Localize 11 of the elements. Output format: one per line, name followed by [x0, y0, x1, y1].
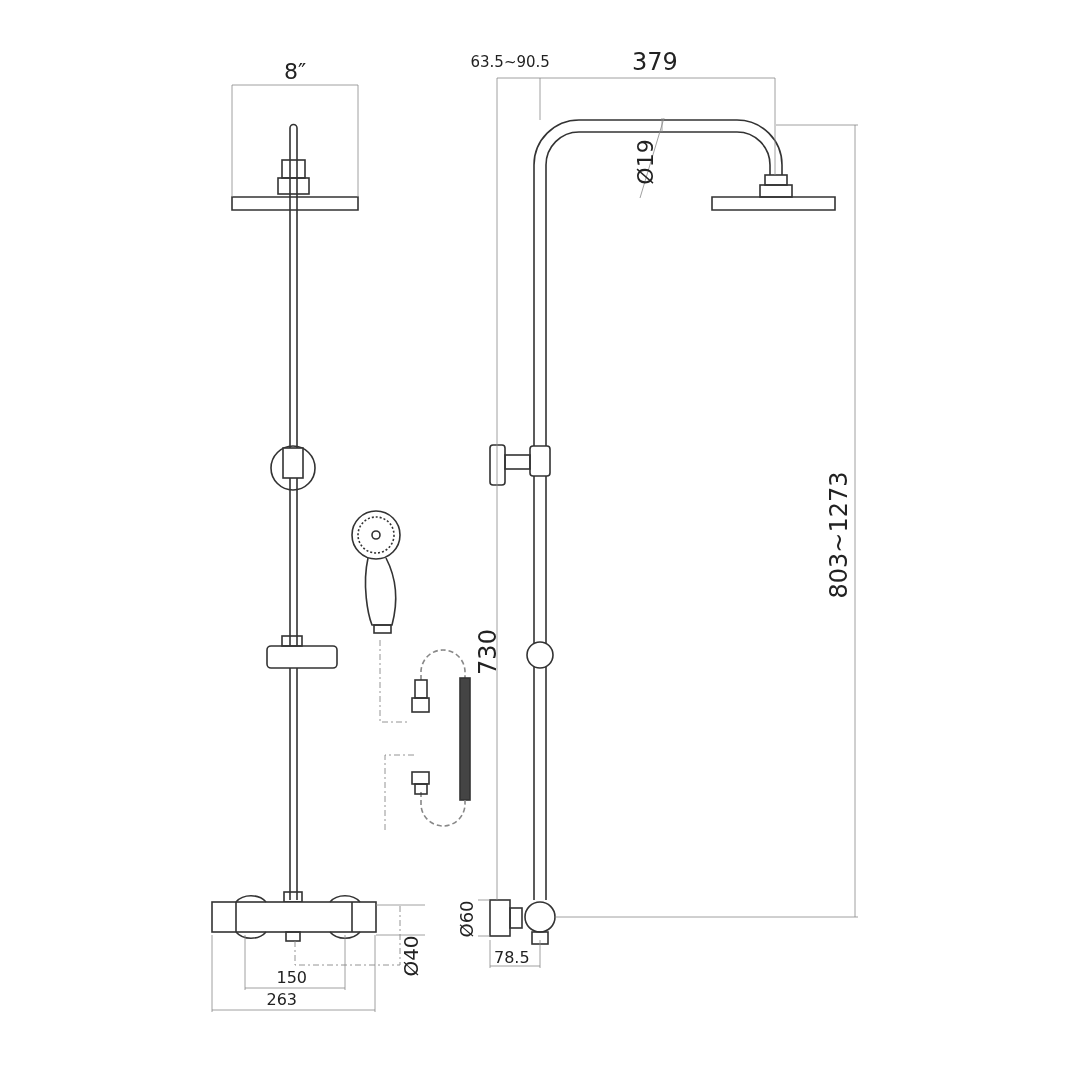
- dimension-label: 730: [475, 629, 500, 675]
- dimension-label: 803~1273: [826, 471, 850, 599]
- diameter-label: Ø40: [400, 935, 421, 977]
- diameter-label: Ø60: [457, 900, 476, 938]
- dimension-label: 263: [266, 992, 298, 1008]
- dimension-label: 78.5: [494, 950, 530, 966]
- dimension-label: 150: [276, 970, 308, 986]
- diameter-label: Ø19: [634, 139, 657, 185]
- dimension-label: 379: [632, 50, 678, 74]
- dimension-label: 8″: [284, 61, 307, 83]
- dimension-label: 63.5~90.5: [470, 54, 550, 70]
